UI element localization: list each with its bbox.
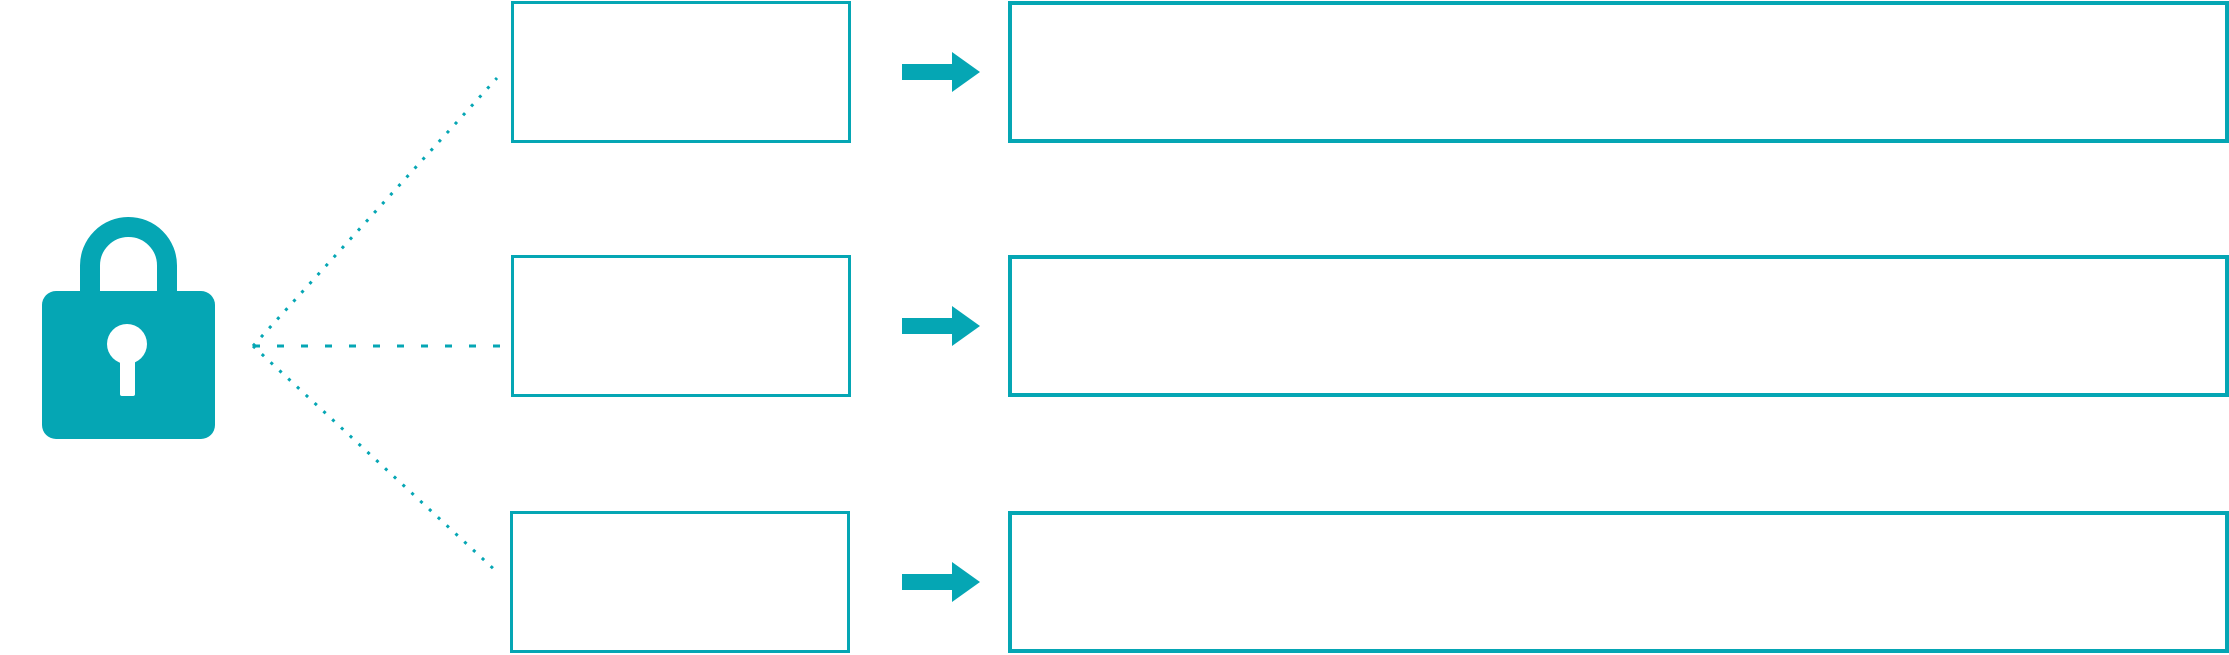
diagram-row <box>0 255 2229 398</box>
dotted-connectors <box>251 76 504 574</box>
detail-box <box>1008 511 2229 653</box>
arrow-right-icon <box>902 562 980 602</box>
detail-box <box>1008 1 2229 143</box>
diagram-row <box>0 1 2229 144</box>
category-box <box>511 1 851 143</box>
detail-box <box>1008 255 2229 397</box>
category-box <box>510 511 850 653</box>
connector-bottom <box>251 344 499 574</box>
arrow-right-icon <box>902 306 980 346</box>
diagram-row <box>0 511 2229 654</box>
arrow-right-icon <box>902 52 980 92</box>
category-box <box>511 255 851 397</box>
connector-top <box>251 76 499 348</box>
lock-icon <box>42 217 215 439</box>
